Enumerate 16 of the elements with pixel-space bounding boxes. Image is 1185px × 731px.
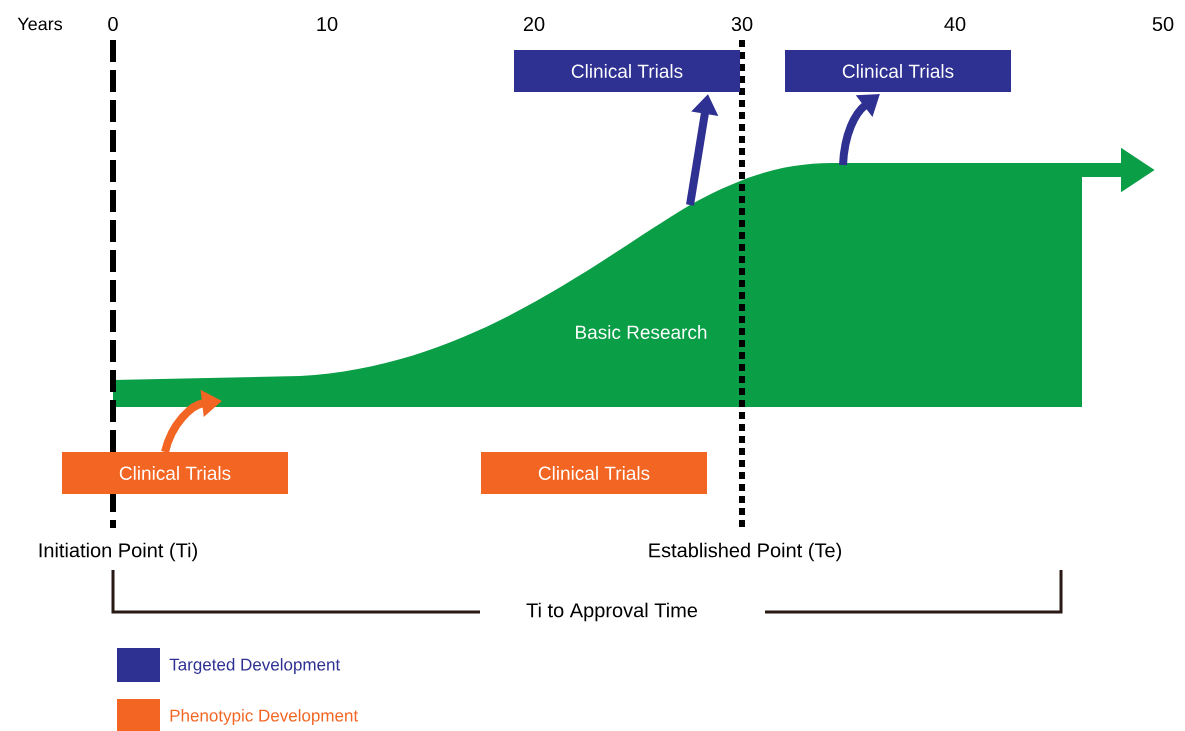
process-box: Clinical Trials [62,452,288,494]
point-label: Established Point (Te) [649,542,842,562]
tick-label: 40 [944,16,966,32]
process-box: Clinical Trials [481,452,707,494]
tick-label: 30 [731,16,753,32]
axis-label: Years [17,17,63,31]
bracket-label: Ti to Approval Time [526,602,698,622]
tick-label: 10 [317,16,338,32]
point-label: Initiation Point (Ti) [39,542,197,562]
tick-label: 20 [523,16,545,32]
legend-label: Targeted Development [169,658,341,674]
process-box: Clinical Trials [514,50,740,92]
tick-label: 0 [108,16,118,32]
legend-label: Phenotypic Development [170,709,359,725]
tick-label: 50 [1152,16,1174,32]
process-box: Clinical Trials [785,50,1011,92]
